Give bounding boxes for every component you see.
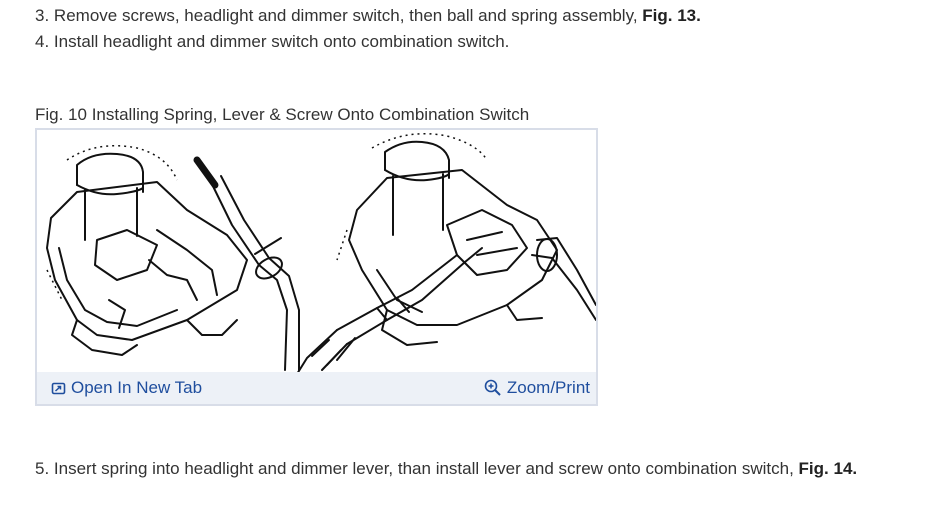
open-in-new-tab-link[interactable]: Open In New Tab: [51, 378, 202, 398]
figure-toolbar: Open In New Tab Zoom/Print: [37, 372, 596, 404]
step-3-number: 3.: [35, 6, 50, 25]
figure-illustration: [46, 133, 596, 374]
step-5-text: Insert spring into headlight and dimmer …: [53, 459, 794, 478]
figure-caption: Fig. 10 Installing Spring, Lever & Screw…: [35, 105, 530, 124]
figure-frame: Open In New Tab Zoom/Print: [35, 128, 598, 406]
step-3-fig-ref[interactable]: Fig. 13.: [642, 6, 701, 25]
external-window-icon: [51, 382, 66, 394]
step-4-text: Install headlight and dimmer switch onto…: [53, 32, 510, 51]
zoom-in-icon: [484, 379, 501, 396]
zoom-print-label: Zoom/Print: [506, 378, 590, 397]
step-3-text: Remove screws, headlight and dimmer swit…: [53, 6, 638, 25]
step-4-number: 4.: [35, 32, 50, 51]
open-in-new-tab-label: Open In New Tab: [71, 378, 203, 397]
zoom-print-link[interactable]: Zoom/Print: [484, 378, 590, 398]
step-5: 5. Insert spring into headlight and dimm…: [35, 458, 857, 480]
step-4: 4. Install headlight and dimmer switch o…: [35, 31, 509, 53]
step-5-fig-ref[interactable]: Fig. 14.: [798, 459, 858, 478]
step-5-number: 5.: [35, 459, 50, 478]
step-3: 3. Remove screws, headlight and dimmer s…: [35, 5, 701, 27]
